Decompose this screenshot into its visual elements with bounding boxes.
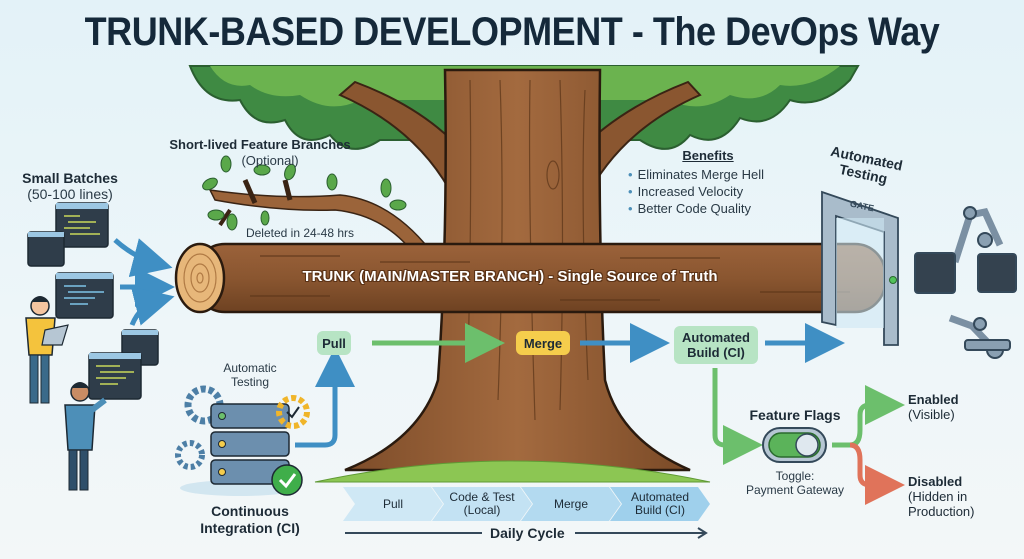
cycle-step-merge: Merge <box>521 487 621 521</box>
benefit-item: Increased Velocity <box>628 183 788 200</box>
ci-server-stack <box>175 385 310 496</box>
benefit-item: Better Code Quality <box>628 200 788 217</box>
automated-build-line2: Build (CI) <box>687 345 745 360</box>
automated-build-step[interactable]: Automated Build (CI) <box>674 326 758 364</box>
cycle-step-pull: Pull <box>343 487 443 521</box>
ci-title-line2: Integration (CI) <box>200 520 300 536</box>
cycle-step-label: Build (CI) <box>634 503 685 517</box>
ci-title: Continuous Integration (CI) <box>185 503 315 537</box>
trunk-label: TRUNK (MAIN/MASTER BRANCH) - Single Sour… <box>302 268 718 285</box>
daily-cycle-label: Daily Cycle <box>490 525 565 541</box>
cycle-step-code-test: Code & Test(Local) <box>432 487 532 521</box>
robot-arms <box>914 206 1017 359</box>
toggle-caption-line2: Payment Gateway <box>745 483 845 497</box>
testing-gate <box>821 190 899 346</box>
benefit-item: Eliminates Merge Hell <box>628 166 788 183</box>
flow-arrows <box>295 323 905 505</box>
feature-flag-toggle[interactable] <box>762 427 827 463</box>
automatic-testing-line2: Testing <box>230 375 270 389</box>
grass <box>314 460 711 483</box>
benefits-list: Eliminates Merge Hell Increased Velocity… <box>628 166 788 217</box>
batch-arrows <box>113 238 175 327</box>
disabled-outcome: Disabled (Hidden in Production) <box>908 474 1018 519</box>
developer-pointing <box>64 382 107 491</box>
feature-branches-subtitle: (Optional) <box>241 153 299 168</box>
automated-build-line1: Automated <box>682 330 750 345</box>
toggle-caption: Toggle: Payment Gateway <box>735 469 855 497</box>
cycle-step-label: (Local) <box>463 503 501 517</box>
feature-branches-note: Deleted in 24-48 hrs <box>245 226 355 240</box>
daily-cycle-line <box>345 527 708 539</box>
small-batches-subtitle: (50-100 lines) <box>27 186 113 202</box>
enabled-subtitle: (Visible) <box>908 407 955 422</box>
disabled-title: Disabled <box>908 474 963 489</box>
developer-standing <box>25 296 69 404</box>
automatic-testing-line1: Automatic <box>223 361 277 375</box>
feature-branches-title: Short-lived Feature Branches <box>169 137 351 152</box>
merge-step[interactable]: Merge <box>516 331 570 355</box>
trunk-bark-lines <box>467 79 589 421</box>
enabled-title: Enabled <box>908 392 959 407</box>
benefits-title: Benefits <box>682 148 734 163</box>
code-windows <box>27 202 159 400</box>
page-title: TRUNK-BASED DEVELOPMENT - The DevOps Way <box>84 10 940 54</box>
feature-flags-title: Feature Flags <box>749 407 841 423</box>
automatic-testing-label: Automatic Testing <box>205 361 295 389</box>
trunk-log <box>174 242 887 314</box>
toggle-caption-line1: Toggle: <box>775 469 815 483</box>
cycle-step-label: Code & Test <box>449 490 515 504</box>
disabled-subtitle-line2: Production) <box>908 504 975 519</box>
cycle-step-label: Automated <box>630 490 690 504</box>
ci-title-line1: Continuous <box>211 503 289 519</box>
cycle-step-label: Merge <box>553 496 588 511</box>
pull-step[interactable]: Pull <box>317 331 351 355</box>
small-batches-title: Small Batches <box>22 170 118 186</box>
feature-branch <box>202 155 432 256</box>
enabled-outcome: Enabled (Visible) <box>908 392 1018 422</box>
disabled-subtitle-line1: (Hidden in <box>908 489 968 504</box>
cycle-step-label: Pull <box>382 496 403 511</box>
benefits-panel: Benefits Eliminates Merge Hell Increased… <box>628 148 788 217</box>
